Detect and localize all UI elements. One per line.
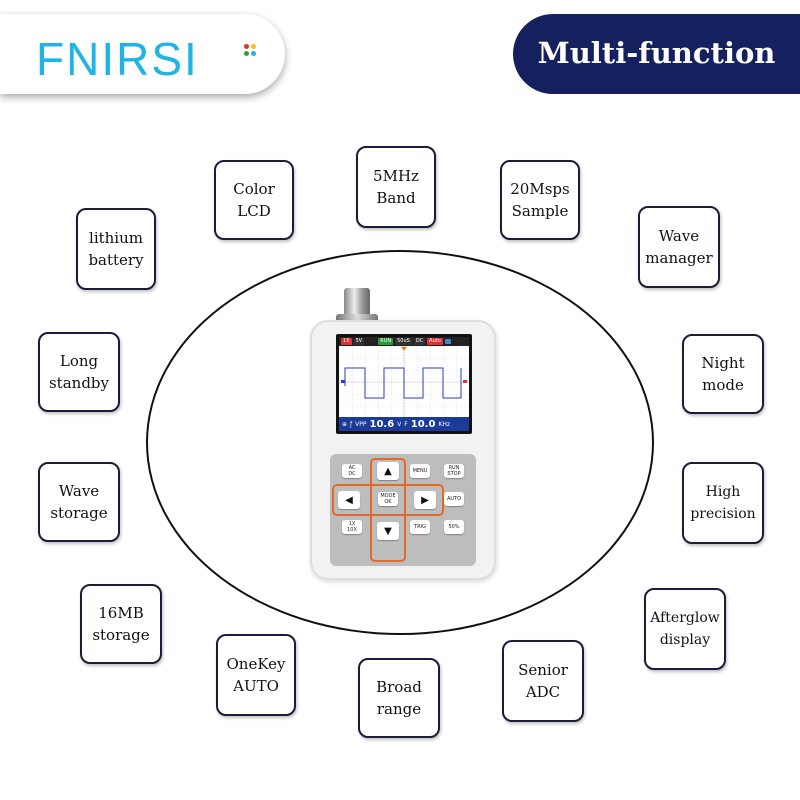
logo-banner: FNIRSI bbox=[0, 14, 285, 94]
acdc-button[interactable]: AC DC bbox=[342, 464, 362, 478]
feature-afterglow-display: Afterglow display bbox=[644, 588, 726, 670]
battery-icon bbox=[444, 339, 451, 344]
channel-marker-icon bbox=[341, 380, 345, 383]
screen-bezel: 1X 5V RUN 50uS DC Auto bbox=[336, 334, 472, 434]
down-button[interactable]: ▼ bbox=[377, 522, 399, 540]
status-time: 50uS bbox=[395, 338, 412, 345]
keypad: AC DC ▲ MENU RUN STOP ◀ MODE OK ▶ AUTO 1… bbox=[330, 454, 476, 566]
status-ch: 1X bbox=[341, 338, 352, 345]
menu-button[interactable]: MENU bbox=[410, 464, 430, 478]
screen-status-bar: 1X 5V RUN 50uS DC Auto bbox=[339, 337, 469, 346]
trigger-marker-icon bbox=[463, 380, 467, 383]
page-title: Multi-function bbox=[537, 36, 776, 70]
vpp-unit: V bbox=[397, 420, 402, 428]
feature-onekey-auto: OneKey AUTO bbox=[216, 634, 296, 716]
status-trigger: Auto bbox=[427, 338, 443, 345]
title-banner: Multi-function bbox=[513, 14, 800, 94]
trigger-position-icon bbox=[401, 347, 407, 351]
feature-lithium-battery: lithium battery bbox=[76, 208, 156, 290]
freq-unit: KHz bbox=[438, 420, 451, 428]
feature-wave-manager: Wave manager bbox=[638, 206, 720, 288]
feature-color-lcd: Color LCD bbox=[214, 160, 294, 240]
trig-button[interactable]: TRIG bbox=[410, 520, 430, 534]
status-coupling: DC bbox=[413, 338, 426, 345]
feature-high-precision: High precision bbox=[682, 462, 764, 544]
right-button[interactable]: ▶ bbox=[414, 491, 436, 509]
screen-readout-bar: ⊕ ƒ VPP 10.6 V F 10.0 KHz bbox=[339, 417, 469, 431]
freq-value: 10.0 bbox=[410, 418, 436, 430]
waveform-plot bbox=[339, 346, 469, 418]
feature-senior-adc: Senior ADC bbox=[502, 640, 584, 722]
auto-button[interactable]: AUTO bbox=[444, 492, 464, 506]
feature-20msps-sample: 20Msps Sample bbox=[500, 160, 580, 240]
feature-long-standby: Long standby bbox=[38, 332, 120, 412]
status-mode: RUN bbox=[378, 338, 394, 345]
dpad-outline-vertical bbox=[370, 458, 406, 562]
mode-ok-button[interactable]: MODE OK bbox=[378, 492, 398, 506]
status-volt: 5V bbox=[353, 338, 365, 345]
crosshair-icon: ⊕ bbox=[342, 420, 348, 428]
probe-1x-10x-button[interactable]: 1X 10X bbox=[342, 520, 362, 534]
oscilloscope-screen: 1X 5V RUN 50uS DC Auto bbox=[339, 337, 469, 431]
feature-broad-range: Broad range bbox=[358, 658, 440, 738]
up-button[interactable]: ▲ bbox=[377, 462, 399, 480]
feature-5mhz-band: 5MHz Band bbox=[356, 146, 436, 228]
feature-wave-storage: Wave storage bbox=[38, 462, 120, 542]
left-button[interactable]: ◀ bbox=[338, 491, 360, 509]
edge-icon: ƒ bbox=[350, 420, 353, 428]
fifty-percent-button[interactable]: 50% bbox=[444, 520, 464, 534]
oscilloscope-device: 1X 5V RUN 50uS DC Auto bbox=[310, 320, 496, 580]
vpp-label: VPP bbox=[355, 420, 367, 428]
brand-logo: FNIRSI bbox=[36, 33, 199, 85]
feature-night-mode: Night mode bbox=[682, 334, 764, 414]
dpad-outline-horizontal bbox=[332, 484, 444, 516]
square-wave-trace bbox=[344, 367, 462, 399]
feature-16mb-storage: 16MB storage bbox=[80, 584, 162, 664]
run-stop-button[interactable]: RUN STOP bbox=[444, 464, 464, 478]
vpp-value: 10.6 bbox=[369, 418, 395, 430]
logo-dots-icon bbox=[244, 44, 258, 58]
device-ellipse bbox=[146, 250, 654, 635]
freq-label: F bbox=[404, 420, 408, 428]
